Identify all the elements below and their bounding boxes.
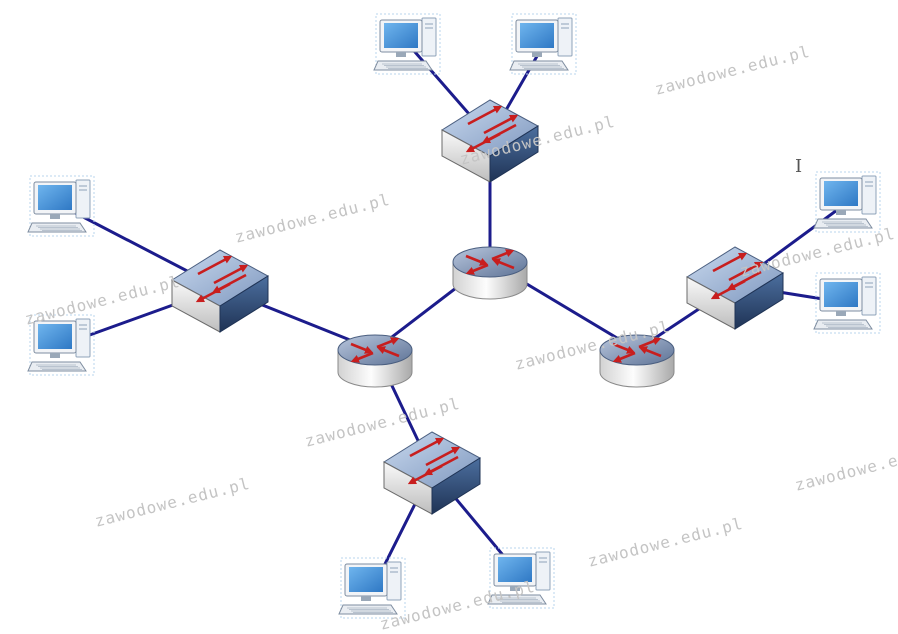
pc-icon <box>813 171 881 233</box>
arrow-icon <box>712 252 748 273</box>
arrow-icon <box>483 114 519 135</box>
arrow-icon <box>465 254 489 266</box>
arrow-icon <box>726 270 762 291</box>
arrow-icon <box>638 337 662 349</box>
arrow-icon <box>213 264 249 285</box>
router-icon <box>337 334 413 388</box>
arrow-icon <box>350 351 374 363</box>
text-cursor-icon: I <box>795 156 803 177</box>
switch-icon <box>171 249 269 333</box>
pc-icon <box>509 13 577 75</box>
arrow-icon <box>491 258 515 270</box>
switch-icon <box>383 431 481 515</box>
router-icon <box>599 334 675 388</box>
switch-icon <box>686 246 784 330</box>
pc-icon <box>27 175 95 237</box>
arrow-icon <box>409 437 445 458</box>
nodes-layer <box>27 13 881 619</box>
arrow-icon <box>612 342 636 354</box>
pc-icon <box>338 557 406 619</box>
arrow-icon <box>612 351 636 363</box>
arrow-icon <box>197 255 233 276</box>
pc-icon <box>813 272 881 334</box>
arrow-icon <box>491 249 515 261</box>
arrow-icon <box>467 105 503 126</box>
arrow-icon <box>638 346 662 358</box>
arrow-icon <box>481 123 517 144</box>
arrow-icon <box>350 342 374 354</box>
pc-icon <box>27 314 95 376</box>
arrow-icon <box>376 337 400 349</box>
switch-icon <box>441 99 539 183</box>
arrow-icon <box>728 261 764 282</box>
router-icon <box>452 246 528 300</box>
arrow-icon <box>425 446 461 467</box>
arrow-icon <box>465 263 489 275</box>
pc-icon <box>373 13 441 75</box>
pc-icon <box>487 547 555 609</box>
arrow-icon <box>423 455 459 476</box>
arrow-icon <box>376 346 400 358</box>
arrow-icon <box>211 273 247 294</box>
